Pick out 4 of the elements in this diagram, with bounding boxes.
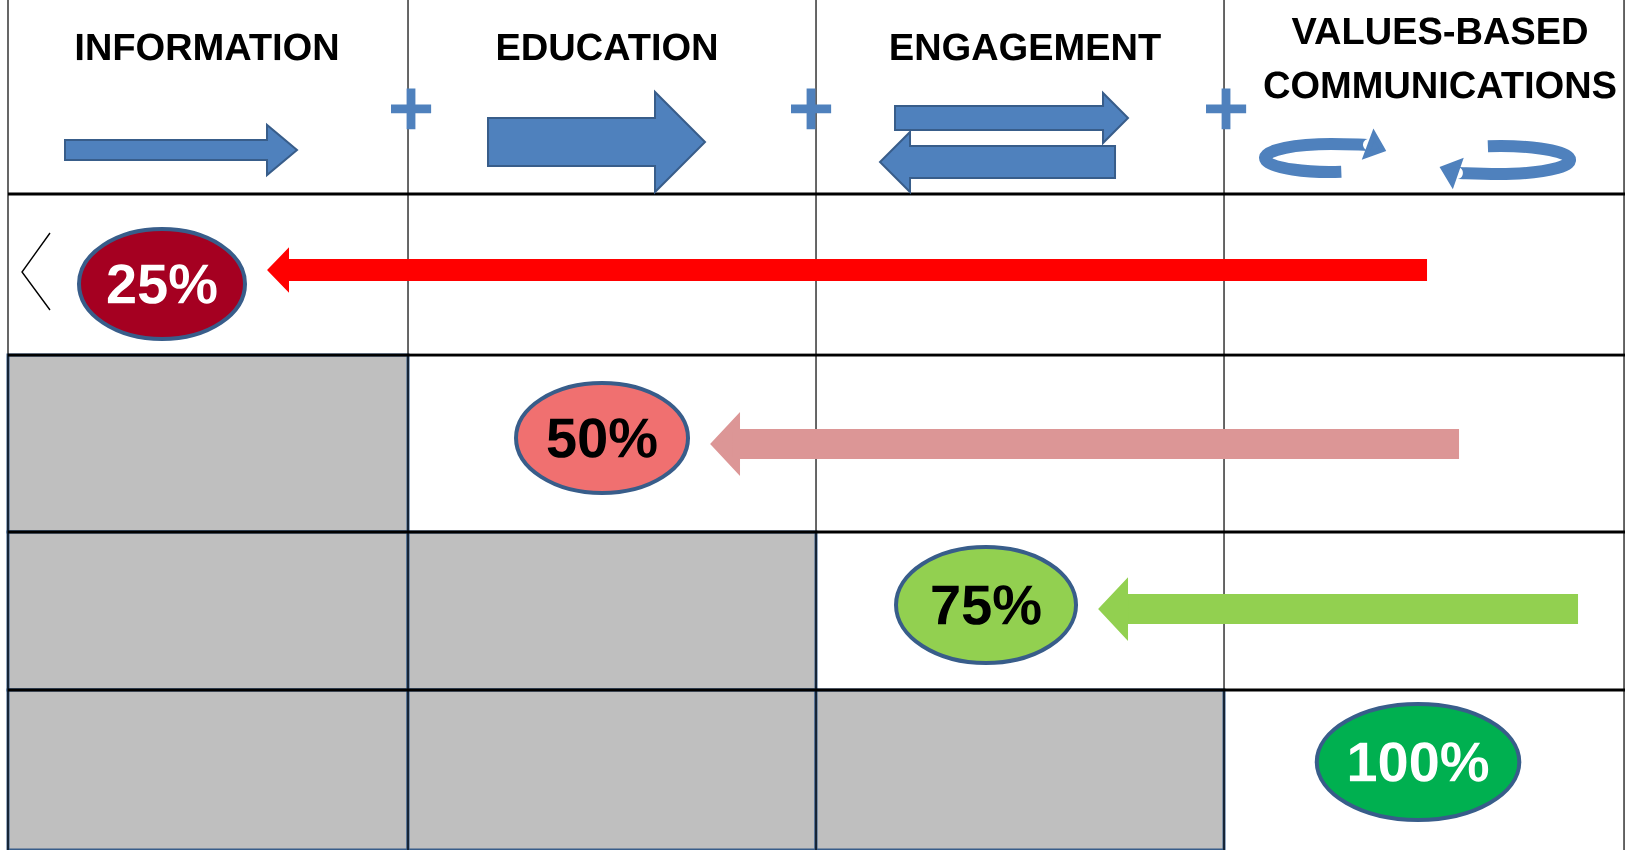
column-heading: EDUCATION xyxy=(498,33,716,61)
column-heading: VALUES-BASED COMMUNICATIONS xyxy=(1264,17,1616,99)
column-heading: INFORMATION xyxy=(76,33,338,61)
column-heading: ENGAGEMENT xyxy=(891,33,1161,61)
